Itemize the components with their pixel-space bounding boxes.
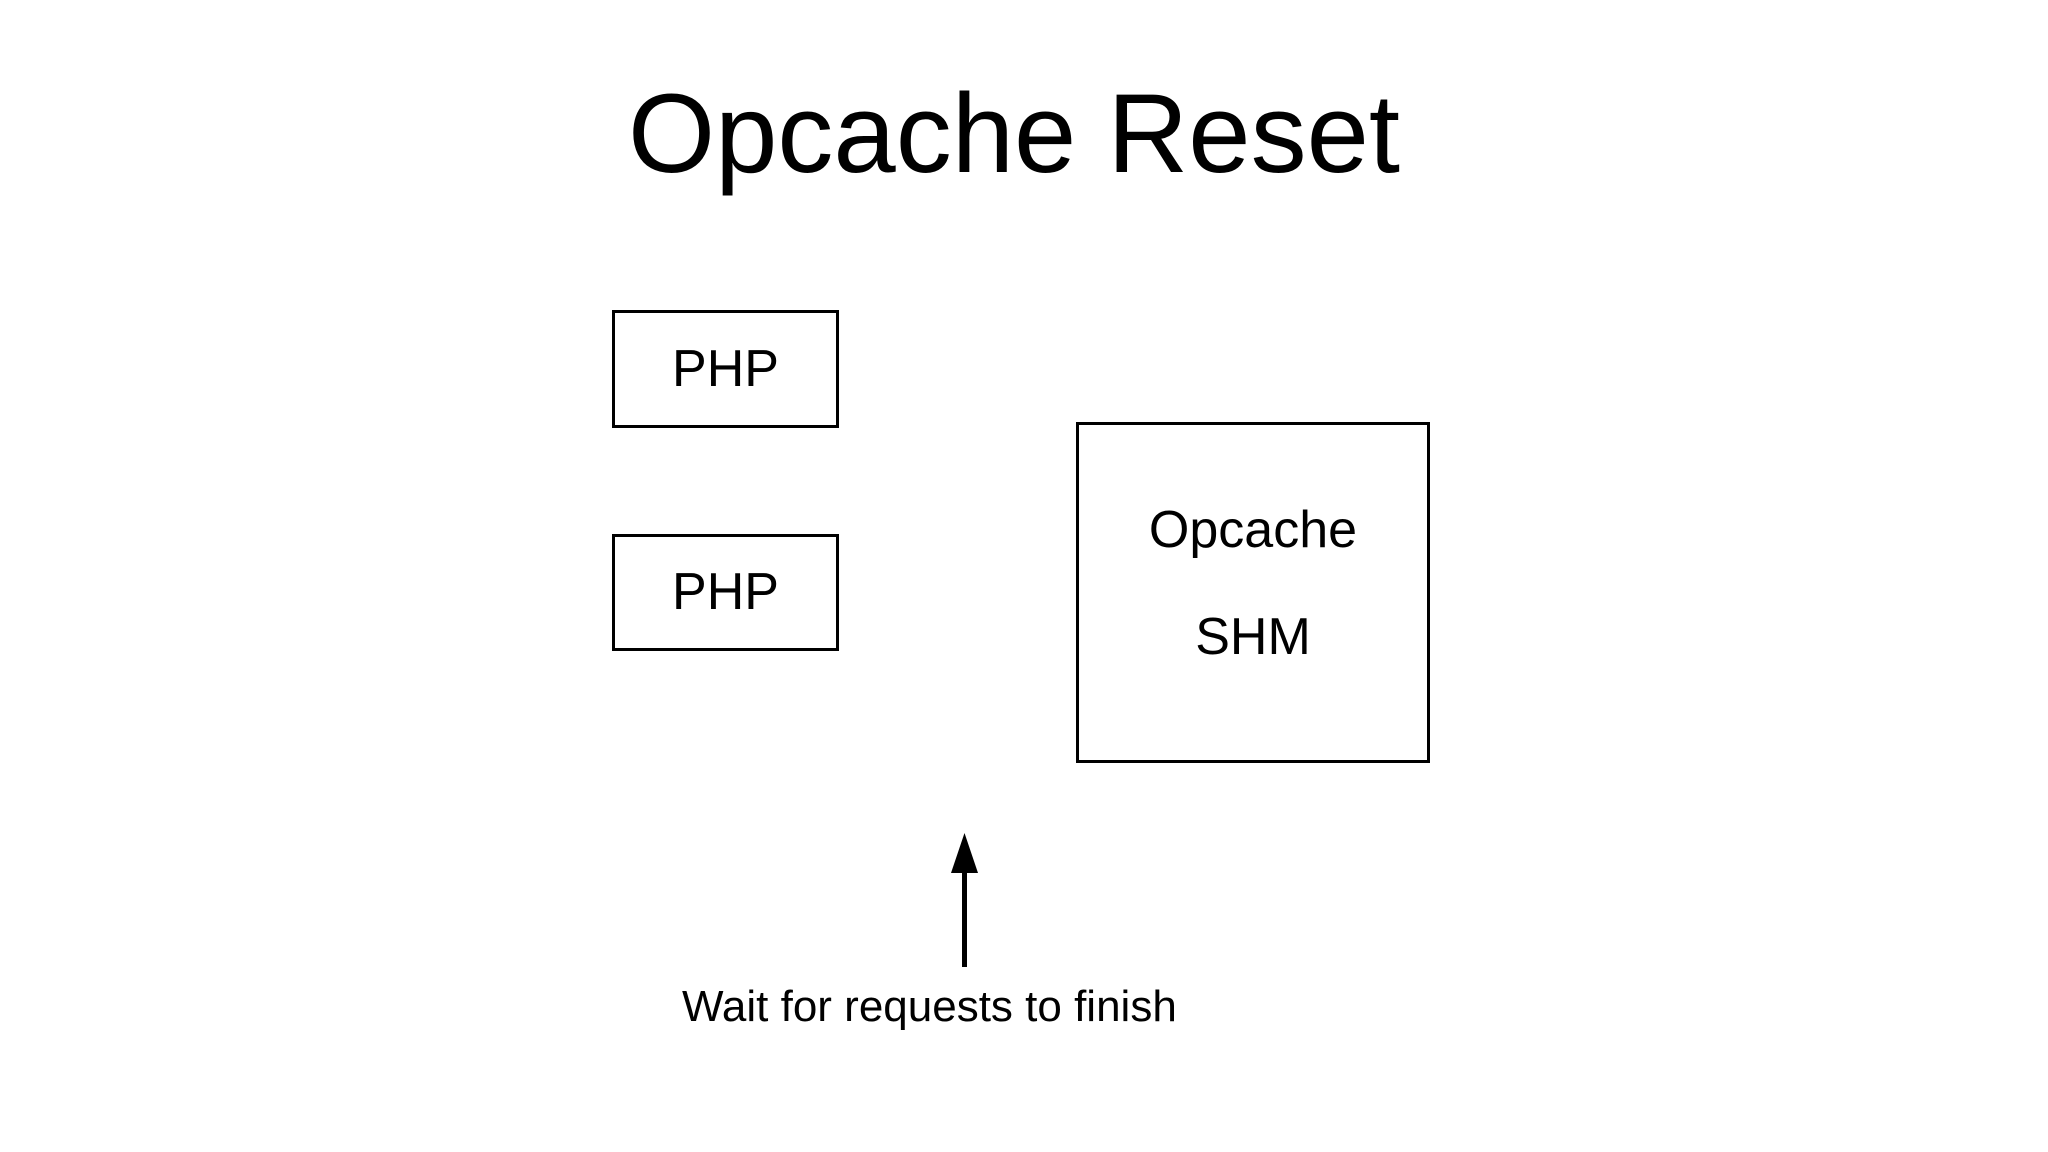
php-process-label-2: PHP xyxy=(672,563,779,622)
php-process-box-1: PHP xyxy=(612,310,839,428)
php-process-box-2: PHP xyxy=(612,534,839,651)
opcache-shm-label-line-1: Opcache xyxy=(1148,501,1358,559)
opcache-shm-label-line-2: SHM xyxy=(1195,607,1311,666)
page-title: Opcache Reset xyxy=(628,71,1400,196)
php-process-label-1: PHP xyxy=(672,339,779,398)
arrow-up-icon xyxy=(905,825,1025,975)
arrow-caption: Wait for requests to finish xyxy=(682,982,1177,1031)
opcache-shm-box: Opcache SHM xyxy=(1076,422,1430,763)
